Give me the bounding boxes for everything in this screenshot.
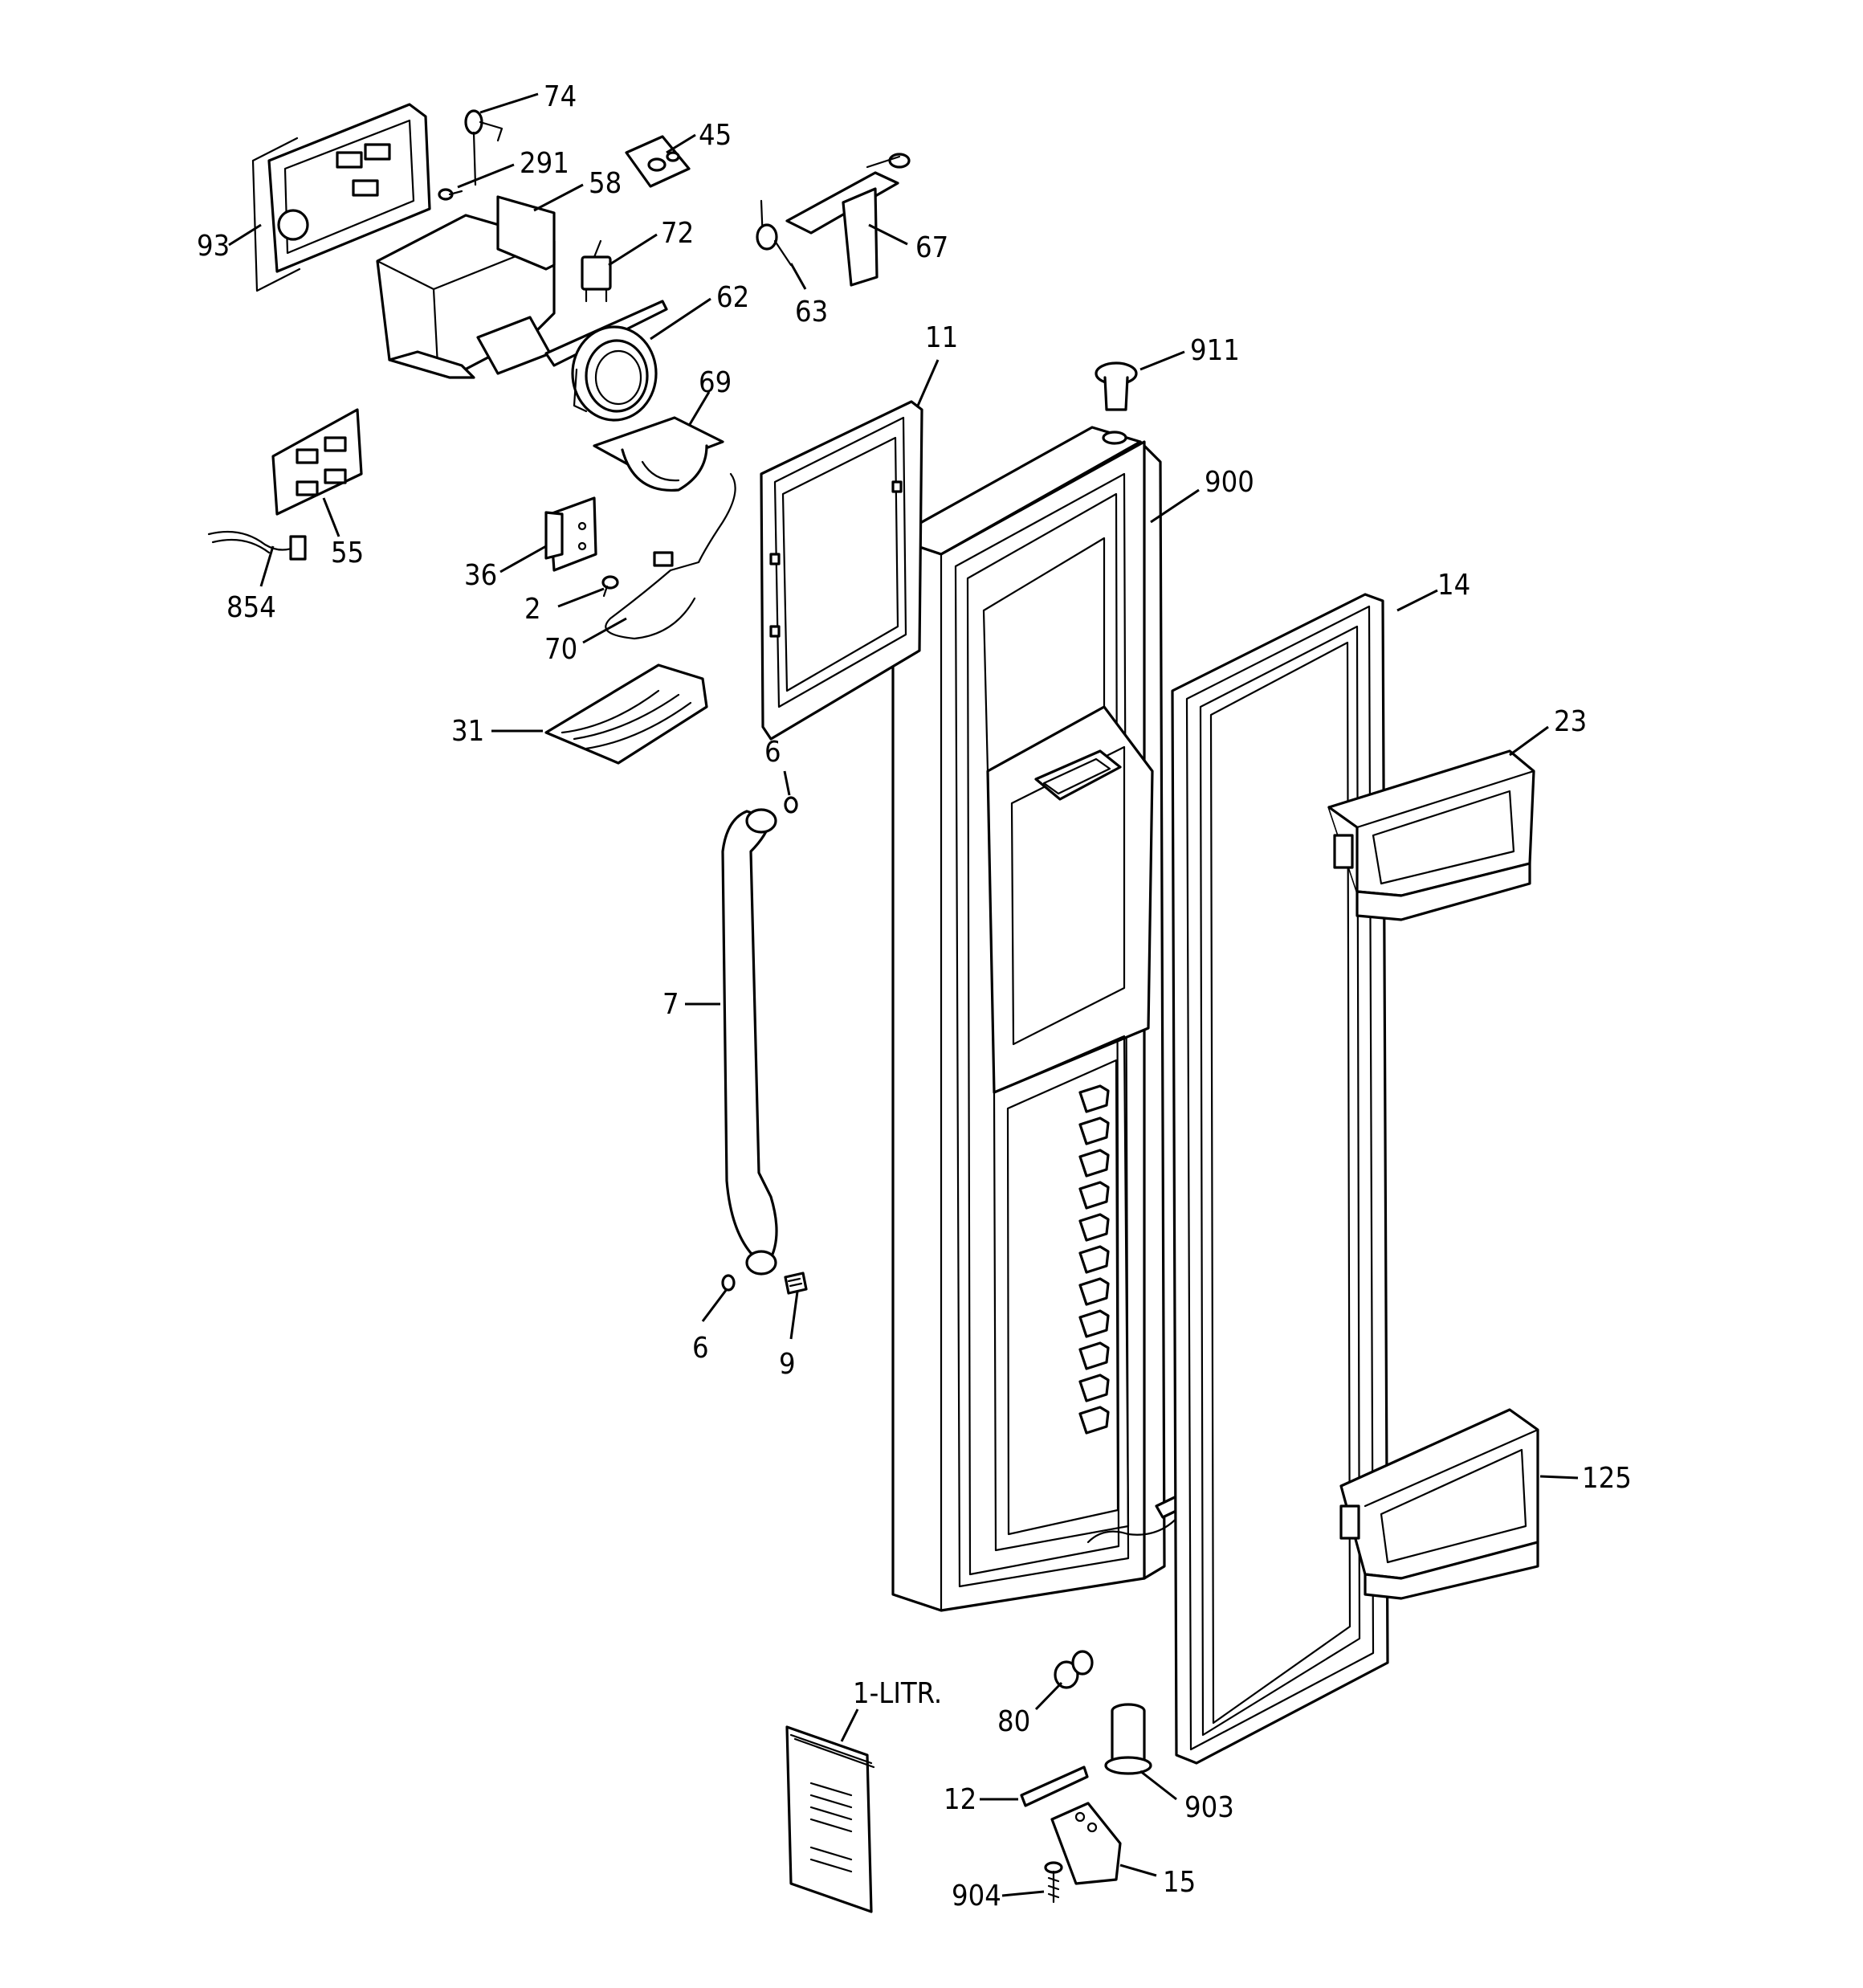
callout-72: 72: [661, 217, 694, 250]
callout-70: 70: [544, 633, 577, 666]
callout-900: 900: [1205, 466, 1254, 499]
callout-2: 2: [524, 593, 541, 626]
part-125-door-bin: [1339, 1408, 1539, 1600]
callout-903: 903: [1184, 1791, 1234, 1824]
part-62-auger-ring: [544, 300, 668, 422]
part-literature-booklet: [785, 1725, 875, 1913]
callout-15: 15: [1163, 1866, 1196, 1899]
part-23-door-bin: [1327, 749, 1535, 921]
part-12-shim: [1020, 1766, 1089, 1807]
part-72-switch: [581, 239, 612, 303]
part-6-screw-bottom: [721, 1274, 736, 1292]
part-291-screw: [438, 188, 463, 201]
callout-6-bottom: 6: [692, 1332, 709, 1365]
callout-125: 125: [1582, 1462, 1632, 1495]
callout-7: 7: [662, 988, 679, 1021]
part-14-door-gasket: [1171, 593, 1389, 1765]
part-6-screw-top: [784, 796, 798, 814]
callout-9: 9: [779, 1348, 796, 1381]
part-69-funnel: [593, 416, 724, 492]
callout-291: 291: [520, 147, 569, 180]
part-7-handle: [721, 808, 778, 1276]
part-15-hinge-bracket: [1050, 1802, 1122, 1885]
part-58-dispenser-housing: [376, 195, 556, 379]
callout-58: 58: [589, 167, 622, 200]
part-55-control-board: [271, 408, 363, 516]
part-2-screw: [601, 575, 619, 598]
part-63-spring: [756, 199, 793, 267]
part-45-bracket: [625, 135, 691, 188]
callout-74: 74: [544, 80, 577, 113]
leader-lines: [228, 92, 1579, 1897]
callout-55: 55: [331, 537, 364, 569]
callout-69: 69: [699, 366, 732, 399]
callout-31: 31: [451, 715, 484, 748]
callout-904: 904: [952, 1880, 1001, 1912]
part-911-grommet: [1095, 361, 1138, 411]
part-900-door-panel: [891, 426, 1184, 1612]
part-903-hinge-pin: [1104, 1703, 1152, 1775]
part-904-screw: [1044, 1861, 1063, 1904]
part-854-harness: [207, 530, 307, 561]
callout-36: 36: [464, 559, 497, 592]
callout-23: 23: [1554, 705, 1587, 738]
part-36-bracket: [544, 496, 597, 572]
part-93-control-panel: [251, 103, 431, 292]
callout-45: 45: [699, 119, 732, 152]
callout-14: 14: [1437, 569, 1470, 602]
callout-80: 80: [997, 1705, 1030, 1738]
callout-63: 63: [795, 296, 828, 329]
callout-93: 93: [197, 230, 230, 263]
part-74-spring: [464, 109, 503, 186]
part-31-ice-tray: [544, 663, 708, 765]
callout-12: 12: [944, 1783, 976, 1816]
callout-67: 67: [915, 231, 948, 264]
part-80-bushing: [1054, 1650, 1094, 1689]
callout-labels: 74 291 45 58 93 72 67 63 62 11 911 69 90…: [197, 80, 1632, 1912]
callout-6-top: 6: [764, 736, 781, 769]
part-9-screw: [784, 1272, 808, 1295]
callout-11: 11: [925, 321, 958, 354]
part-70-wire-harness: [605, 472, 736, 640]
callout-854: 854: [226, 591, 276, 624]
callout-911: 911: [1190, 334, 1240, 367]
callout-1-litr: 1-LITR.: [853, 1677, 942, 1710]
part-67-hinge: [785, 153, 911, 287]
callout-62: 62: [716, 281, 749, 314]
part-11-inner-liner: [760, 400, 923, 741]
door-shelf-clips: [1078, 1084, 1110, 1435]
